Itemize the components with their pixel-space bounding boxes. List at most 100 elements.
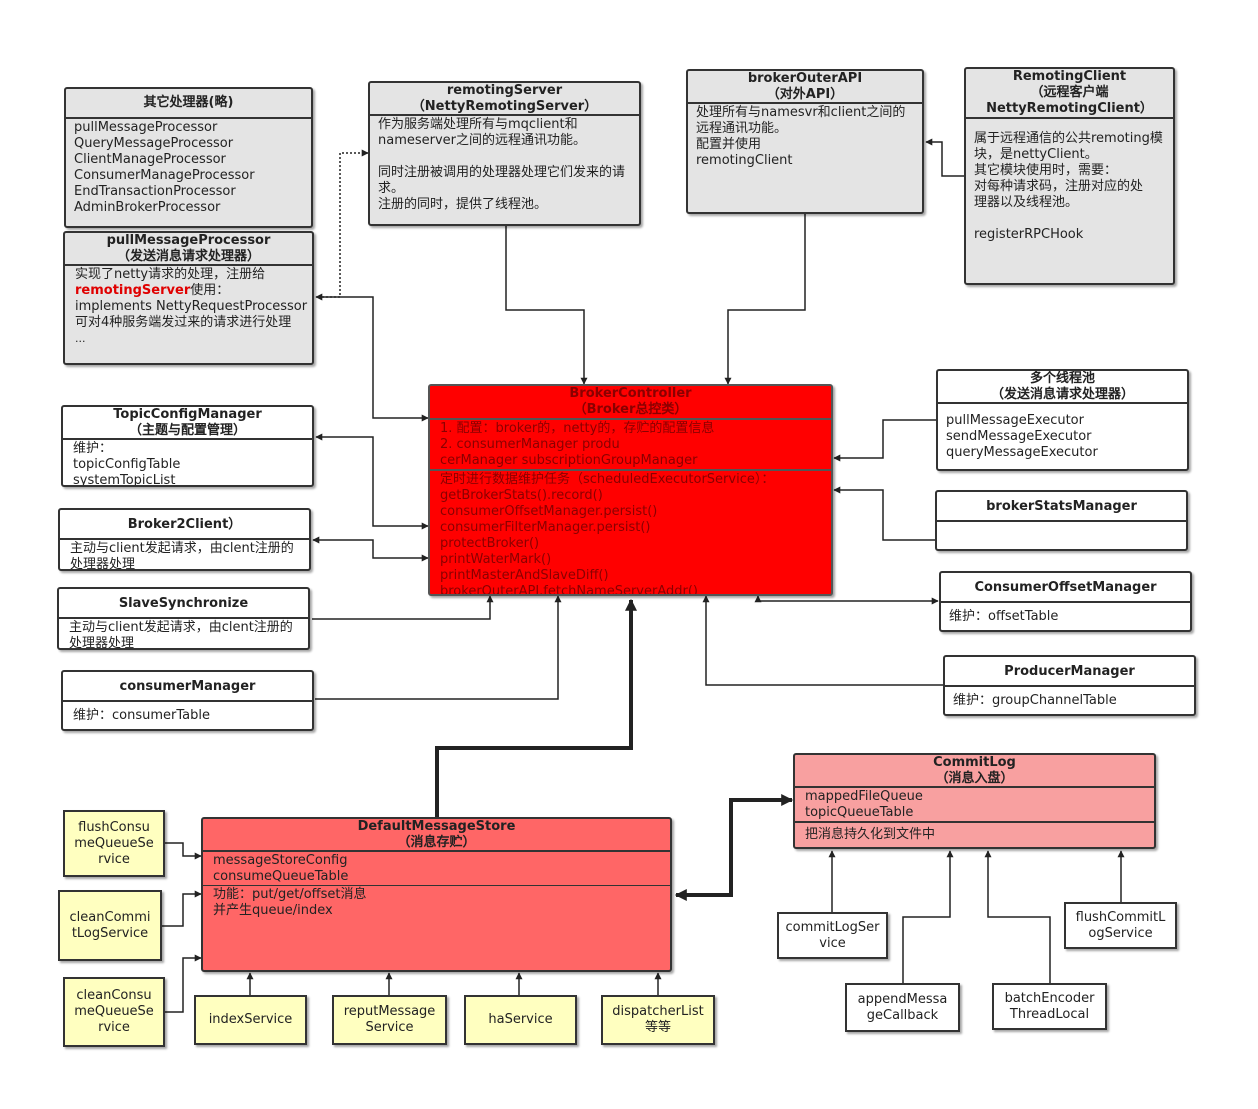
broker-controller-config: 1. 配置：broker的，netty的，存贮的配置信息 2. consumer… <box>430 420 831 469</box>
flush-commit-log-service-box: flushCommitL ogService <box>1064 902 1177 949</box>
body-line: topicConfigTable <box>73 457 181 472</box>
topic-config-manager-subtitle: （主题与配置管理） <box>128 423 246 438</box>
config-line: cerManager subscriptionGroupManager <box>440 453 698 468</box>
edge-remoting-client <box>925 138 964 177</box>
edge-thread-pools <box>833 419 936 462</box>
list-item: QueryMessageProcessor <box>74 136 234 151</box>
field-line: mappedFileQueue <box>805 789 923 804</box>
remoting-server-box: remotingServer （NettyRemotingServer） 作为服… <box>368 81 641 226</box>
ha-service-box: haService <box>464 995 577 1045</box>
body-line: 求。 <box>378 181 405 196</box>
remoting-server-title: remotingServer <box>446 83 563 98</box>
broker-controller-tasks: 定时进行数据维护任务（scheduledExecutorService）： ge… <box>430 469 831 596</box>
edge-store-to-controller <box>435 598 637 818</box>
task-line: consumerOffsetManager.persist() <box>440 504 658 519</box>
remoting-server-header: remotingServer （NettyRemotingServer） <box>370 83 639 116</box>
edge-pull-processor <box>315 293 429 422</box>
spacer <box>974 211 1165 227</box>
body-line: 理器以及线程池。 <box>974 195 1079 210</box>
list-item: queryMessageExecutor <box>946 445 1098 460</box>
broker-controller-title: BrokerController <box>569 386 692 401</box>
broker2client-title: Broker2Client） <box>60 510 309 540</box>
edge-batch-encoder <box>984 850 1051 983</box>
task-line: printWaterMark() <box>440 552 552 567</box>
edge-broker-stats <box>833 486 936 541</box>
list-item: AdminBrokerProcessor <box>74 200 221 215</box>
body-line: remotingServer使用： <box>75 283 304 299</box>
service-label: dispatcherList <box>612 1004 704 1019</box>
consumer-manager-body: 维护：consumerTable <box>73 708 210 723</box>
task-line: brokerOuterAPI.fetchNameServerAddr() <box>440 584 698 596</box>
service-label: tLogService <box>71 925 149 941</box>
remoting-client-subtitle2: NettyRemotingClient） <box>986 101 1153 116</box>
service-label: flushCommitL <box>1075 909 1166 925</box>
broker-outer-api-body: 处理所有与namesvr和client之间的 远程通讯功能。 配置并使用 rem… <box>688 104 922 169</box>
service-label: haService <box>488 1012 553 1027</box>
batch-encoder-thread-local-box: batchEncoder ThreadLocal <box>992 983 1107 1030</box>
default-message-store-funcs: 功能：put/get/offset消息 并产生queue/index <box>203 885 670 919</box>
body-line: 可对4种服务端发过来的请求进行处理 <box>75 315 292 330</box>
default-message-store-box: DefaultMessageStore （消息存贮） messageStoreC… <box>201 817 672 972</box>
body-line: 处理器处理 <box>69 636 135 650</box>
task-line: protectBroker() <box>440 536 540 551</box>
broker-outer-api-title: brokerOuterAPI <box>747 71 863 86</box>
edge-remoting-server <box>505 226 588 385</box>
service-label: reputMessage <box>343 1004 436 1019</box>
thread-pools-list: pullMessageExecutor sendMessageExecutor … <box>938 404 1187 461</box>
service-label: appendMessa <box>857 991 948 1007</box>
body-line: 远程通讯功能。 <box>696 121 788 136</box>
topic-config-manager-header: TopicConfigManager （主题与配置管理） <box>63 407 312 440</box>
body-text: 使用： <box>190 283 230 298</box>
body-line: 注册的同时，提供了线程池。 <box>378 197 548 212</box>
thread-pools-title: 多个线程池 <box>1029 371 1095 386</box>
broker-stats-manager-title: brokerStatsManager <box>937 492 1186 522</box>
body-line: nameserver之间的远程通讯功能。 <box>378 133 587 148</box>
list-item: sendMessageExecutor <box>946 429 1092 444</box>
thread-pools-box: 多个线程池 （发送消息请求处理器） pullMessageExecutor se… <box>936 369 1189 471</box>
flush-consume-queue-service-box: flushConsu meQueueSe rvice <box>63 810 165 877</box>
remoting-server-subtitle: （NettyRemotingServer） <box>411 99 598 114</box>
config-line: 1. 配置：broker的，netty的，存贮的配置信息 <box>440 421 715 436</box>
body-line: 实现了netty请求的处理，注册给 <box>75 267 266 282</box>
edge-flush-consume <box>165 842 202 860</box>
body-line: 主动与client发起请求，由clent注册的 <box>69 620 293 635</box>
commit-log-funcs: 把消息持久化到文件中 <box>795 821 1154 843</box>
broker-outer-api-header: brokerOuterAPI （对外API） <box>688 71 922 104</box>
remoting-client-box: RemotingClient （远程客户端 NettyRemotingClien… <box>964 67 1175 285</box>
other-processors-box: 其它处理器(略) pullMessageProcessor QueryMessa… <box>64 87 313 228</box>
edge-append-callback <box>902 850 954 983</box>
commit-log-fields: mappedFileQueue topicQueueTable <box>795 788 1154 821</box>
default-message-store-title: DefaultMessageStore <box>357 819 516 834</box>
slave-synchronize-title: SlaveSynchronize <box>59 589 308 619</box>
body-line: registerRPCHook <box>974 227 1084 242</box>
service-label: cleanCommi <box>69 909 151 925</box>
edge-consumer-offset <box>754 595 939 605</box>
dispatcher-list-box: dispatcherList 等等 <box>601 995 715 1045</box>
task-line: printMasterAndSlaveDiff() <box>440 568 609 583</box>
pull-message-processor-subtitle: （发送消息请求处理器） <box>116 249 260 264</box>
topic-config-manager-title: TopicConfigManager <box>113 407 262 422</box>
commit-log-title: CommitLog <box>933 755 1016 770</box>
list-item: pullMessageExecutor <box>946 413 1084 428</box>
service-label: indexService <box>208 1012 293 1027</box>
broker-controller-box: BrokerController （Broker总控类） 1. 配置：broke… <box>428 384 833 596</box>
list-item: ClientManageProcessor <box>74 152 226 167</box>
body-line: 属于远程通信的公共remoting模 <box>974 131 1163 146</box>
service-label: geCallback <box>866 1007 939 1023</box>
other-processors-title: 其它处理器(略) <box>66 89 311 119</box>
service-label: Service <box>365 1020 414 1035</box>
topic-config-manager-body: 维护： topicConfigTable systemTopicList <box>63 440 312 485</box>
broker-controller-subtitle: （Broker总控类） <box>573 402 688 417</box>
service-label: ThreadLocal <box>1009 1006 1090 1022</box>
remoting-client-subtitle: （远程客户端 <box>1030 85 1109 100</box>
func-line: 并产生queue/index <box>213 903 333 918</box>
commit-log-service-box: commitLogSer vice <box>777 912 888 959</box>
broker-outer-api-subtitle: （对外API） <box>766 87 844 102</box>
list-item: pullMessageProcessor <box>74 120 218 135</box>
consumer-manager-title: consumerManager <box>63 672 312 702</box>
body-line: 配置并使用 <box>696 137 762 152</box>
pull-message-processor-body: 实现了netty请求的处理，注册给 remotingServer使用： impl… <box>65 266 312 347</box>
remoting-client-title: RemotingClient <box>1012 69 1127 84</box>
service-label: batchEncoder <box>1004 990 1095 1006</box>
pull-message-processor-box: pullMessageProcessor （发送消息请求处理器） 实现了nett… <box>63 231 314 365</box>
